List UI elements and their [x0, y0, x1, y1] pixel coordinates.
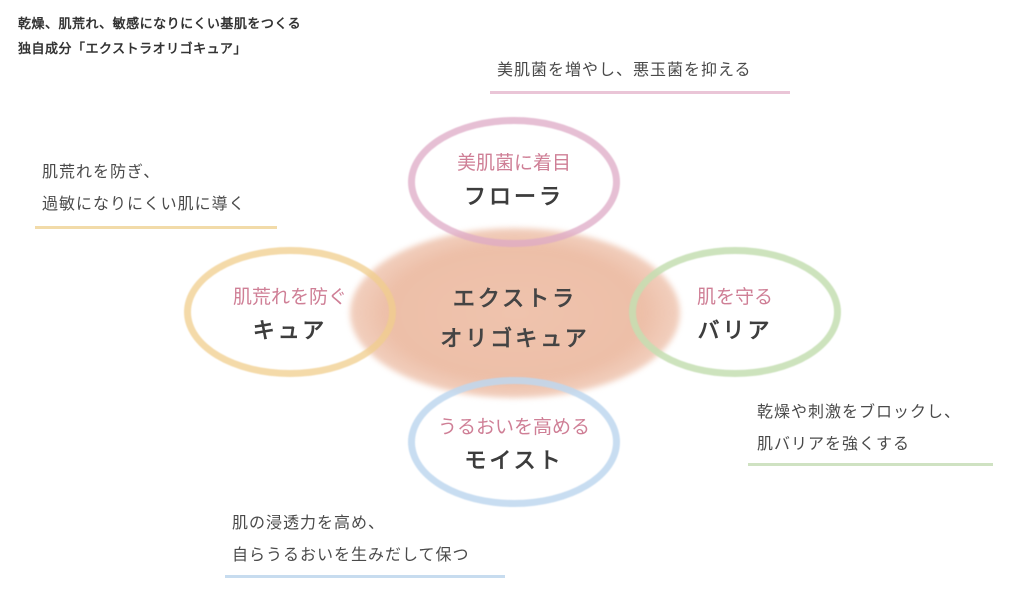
center-blob [350, 228, 680, 398]
note-barrier-line-1: 乾燥や刺激をブロックし、 [757, 402, 962, 421]
ring-cure [184, 247, 396, 377]
circle-cure-sub: 肌荒れを防ぐ [232, 286, 347, 308]
circle-cure-label: 肌荒れを防ぐ キュア [184, 282, 396, 352]
page-heading: 乾燥、肌荒れ、敏感になりにくい基肌をつくる 独自成分「エクストラオリゴキュア」 [18, 12, 301, 62]
circle-flora-sub: 美肌菌に着目 [456, 152, 571, 174]
note-cure: 肌荒れを防ぎ、 過敏になりにくい肌に導く [42, 156, 246, 220]
note-cure-line-1: 肌荒れを防ぎ、 [42, 162, 161, 181]
circle-barrier-sub: 肌を守る [696, 286, 773, 308]
note-moist-underline [225, 575, 505, 578]
heading-line-2: 独自成分「エクストラオリゴキュア」 [18, 42, 247, 57]
ring-barrier [629, 247, 841, 377]
note-moist: 肌の浸透力を高め、 自らうるおいを生みだして保つ [232, 507, 470, 571]
circle-cure-main: キュア [252, 319, 328, 344]
note-barrier-underline [748, 463, 993, 466]
note-cure-underline [35, 226, 277, 229]
circle-barrier-main: バリア [697, 319, 773, 344]
note-flora: 美肌菌を増やし、悪玉菌を抑える [497, 54, 752, 86]
note-cure-line-2: 過敏になりにくい肌に導く [42, 194, 246, 213]
circle-moist-main: モイスト [464, 449, 564, 474]
note-moist-line-1: 肌の浸透力を高め、 [232, 513, 386, 532]
ring-moist [408, 377, 620, 507]
circle-flora-label: 美肌菌に着目 フローラ [408, 148, 620, 218]
note-flora-line-1: 美肌菌を増やし、悪玉菌を抑える [497, 60, 752, 79]
circle-moist-sub: うるおいを高める [437, 416, 590, 438]
note-barrier-line-2: 肌バリアを強くする [757, 434, 911, 453]
circle-flora-main: フローラ [463, 185, 564, 210]
center-label: エクストラ オリゴキュア [395, 280, 635, 360]
note-barrier: 乾燥や刺激をブロックし、 肌バリアを強くする [757, 396, 961, 460]
center-label-line-2: オリゴキュア [440, 327, 590, 352]
circle-barrier-label: 肌を守る バリア [629, 282, 841, 352]
circle-moist-label: うるおいを高める モイスト [408, 412, 620, 482]
center-label-line-1: エクストラ [452, 287, 578, 312]
note-moist-line-2: 自らうるおいを生みだして保つ [232, 545, 470, 564]
note-flora-underline [490, 91, 790, 94]
heading-line-1: 乾燥、肌荒れ、敏感になりにくい基肌をつくる [18, 17, 302, 32]
ring-flora [408, 117, 620, 247]
